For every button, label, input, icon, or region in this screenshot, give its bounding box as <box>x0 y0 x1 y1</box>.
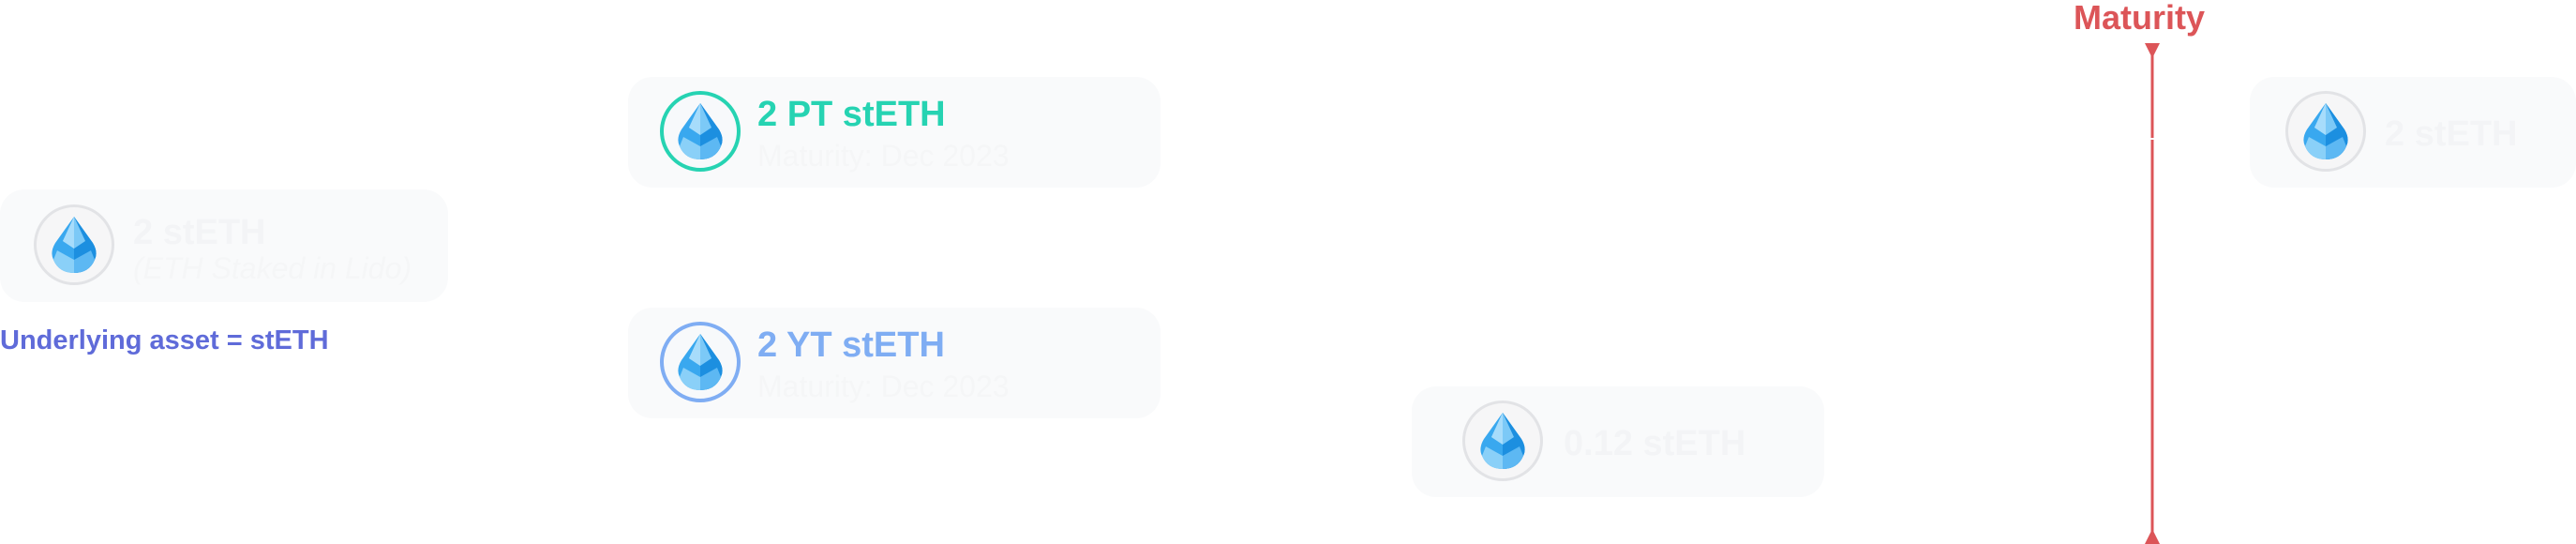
steth-drop-icon <box>1478 411 1527 471</box>
steth-coin-redeem <box>2285 91 2366 172</box>
yt-maturity: Maturity: Dec 2023 <box>757 370 1010 403</box>
underlying-title: 2 stETH <box>133 213 266 252</box>
maturity-arrow-bottom <box>2145 529 2160 544</box>
maturity-label: Maturity <box>2074 0 2206 37</box>
underlying-asset-note: Underlying asset = stETH <box>0 325 329 355</box>
yt-steth-coin <box>660 322 741 402</box>
steth-drop-icon <box>676 101 725 161</box>
pt-maturity: Maturity: Dec 2023 <box>757 139 1010 173</box>
maturity-line <box>2145 43 2160 544</box>
underlying-subtitle: (ETH Staked in Lido) <box>133 251 412 285</box>
steth-drop-icon <box>50 215 98 275</box>
yt-title: 2 YT stETH <box>757 325 945 365</box>
steth-drop-icon <box>2301 101 2350 161</box>
steth-drop-icon <box>676 332 725 392</box>
redeem-title: 2 stETH <box>2385 114 2518 154</box>
pt-steth-coin <box>660 91 741 172</box>
yield-title: 0.12 stETH <box>1564 424 1746 463</box>
steth-coin-underlying <box>34 204 114 285</box>
pt-title: 2 PT stETH <box>757 95 946 134</box>
steth-coin-yield <box>1462 400 1543 481</box>
